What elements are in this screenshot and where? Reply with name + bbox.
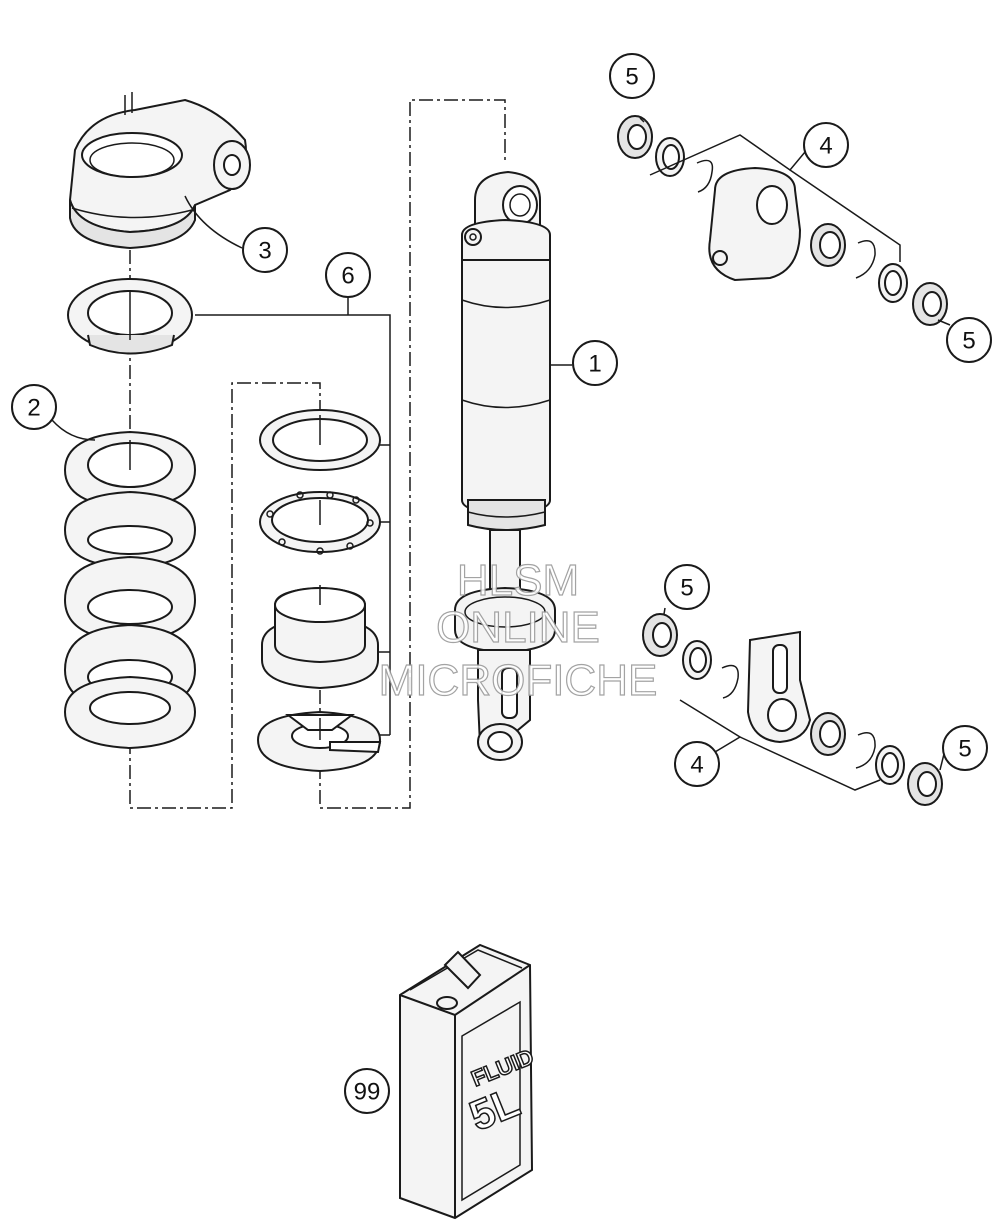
spring-adjuster-rings [256, 409, 382, 773]
callout-4-upper[interactable]: 4 [803, 122, 849, 168]
callout-5-upper-right[interactable]: 5 [946, 317, 992, 363]
callout-4-upper-label: 4 [819, 133, 832, 160]
watermark-line-3: MICROFICHE [379, 656, 658, 705]
spring-seat-part [67, 278, 193, 355]
callout-5-lower-right-label: 5 [958, 736, 971, 763]
callout-5-lower-right[interactable]: 5 [942, 725, 988, 771]
leader-lines [51, 117, 951, 791]
callout-1[interactable]: 1 [572, 340, 618, 386]
callout-6-label: 6 [341, 263, 354, 290]
watermark-line-1: HLSM [457, 556, 579, 605]
callout-3-label: 3 [258, 238, 271, 265]
fluid-can-part: FLUID 5L [399, 943, 538, 1220]
shock-absorber-part [454, 170, 556, 761]
callout-5-upper-right-label: 5 [962, 328, 975, 355]
top-mount-part [68, 92, 251, 250]
callout-3[interactable]: 3 [242, 227, 288, 273]
callout-5-lower-left[interactable]: 5 [664, 564, 710, 610]
callout-1-label: 1 [588, 351, 601, 378]
callout-99-label: 99 [354, 1079, 381, 1106]
callout-5-lower-left-label: 5 [680, 575, 693, 602]
callout-4-lower[interactable]: 4 [674, 741, 720, 787]
callout-5-upper-left-label: 5 [625, 64, 638, 91]
callout-99[interactable]: 99 [344, 1068, 390, 1114]
lower-bearing-assembly [642, 613, 943, 806]
upper-bearing-assembly [617, 115, 948, 326]
callout-2-label: 2 [27, 395, 40, 422]
callout-6[interactable]: 6 [325, 252, 371, 298]
callout-4-lower-label: 4 [690, 752, 703, 779]
callout-2[interactable]: 2 [11, 384, 57, 430]
callout-5-upper-left[interactable]: 5 [609, 53, 655, 99]
watermark: HLSM ONLINE MICROFICHE [378, 555, 658, 705]
watermark-line-2: ONLINE [436, 603, 600, 652]
coil-spring-part [63, 430, 197, 750]
